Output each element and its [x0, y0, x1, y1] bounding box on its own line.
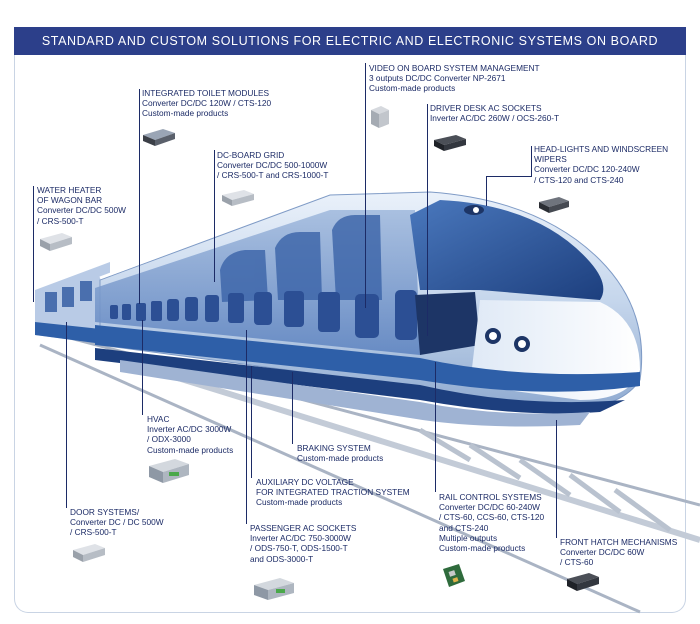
- leader-line-headlights-h: [486, 176, 532, 177]
- callout-line: and CTS-240: [439, 522, 489, 533]
- callout-line: / CTS-120 and CTS-240: [534, 174, 624, 185]
- callout-heading: WATER HEATER: [37, 185, 102, 195]
- callout-line: / CRS-500-T: [70, 527, 117, 538]
- callout-line: / CTS-60: [560, 557, 594, 568]
- leader-line-passenger: [246, 330, 247, 524]
- page-title: STANDARD AND CUSTOM SOLUTIONS FOR ELECTR…: [41, 34, 659, 48]
- rear-wagon: [35, 262, 110, 345]
- device-front-hatch-converter: [565, 572, 601, 592]
- device-rail-control-board: [441, 563, 467, 589]
- leader-line-toilet: [139, 89, 140, 304]
- callout-rail-control: RAIL CONTROL SYSTEMS Converter DC/DC 60-…: [439, 492, 544, 553]
- callout-line: / ODX-3000: [147, 434, 191, 445]
- callout-heading: AUXILIARY DC VOLTAGE: [256, 477, 354, 487]
- callout-line: Custom-made products: [369, 83, 456, 94]
- callout-line: Custom-made products: [297, 453, 384, 464]
- callout-heading: DOOR SYSTEMS/: [70, 507, 140, 517]
- callout-line: Custom-made products: [439, 543, 526, 554]
- callout-heading: DC-BOARD GRID: [217, 150, 285, 160]
- callout-line: Converter DC/DC 120-240W: [534, 164, 640, 175]
- device-passenger-inverter: [252, 577, 296, 601]
- livery-stripe: [95, 325, 640, 392]
- callout-line: / CRS-500-T: [37, 215, 84, 226]
- passenger-seats: [110, 290, 417, 340]
- callout-heading: BRAKING SYSTEM: [297, 443, 371, 453]
- callout-heading: FOR INTEGRATED TRACTION SYSTEM: [256, 487, 410, 498]
- callout-heading: WIPERS: [534, 154, 567, 165]
- callout-driver-desk: DRIVER DESK AC SOCKETS Inverter AC/DC 26…: [430, 103, 559, 123]
- leader-line-braking: [292, 372, 293, 444]
- callout-heading: OF WAGON BAR: [37, 195, 103, 206]
- leader-line-rail-control: [435, 362, 436, 492]
- callout-line: Inverter AC/DC 750-3000W: [250, 533, 351, 544]
- callout-water-heater: WATER HEATER OF WAGON BAR Converter DC/D…: [37, 185, 126, 226]
- content-frame: [14, 55, 686, 613]
- device-door-converter: [71, 543, 107, 563]
- callout-line: / CRS-500-T and CRS-1000-T: [217, 170, 329, 181]
- callout-line: Converter DC/DC 500-1000W: [217, 160, 328, 171]
- leader-line-driver-desk: [427, 104, 428, 336]
- callout-heading: FRONT HATCH MECHANISMS: [560, 537, 678, 547]
- device-toilet-module: [141, 127, 177, 147]
- callout-line: Custom-made products: [256, 497, 343, 508]
- callout-passenger-sockets: PASSENGER AC SOCKETS Inverter AC/DC 750-…: [250, 523, 356, 564]
- headlights: [464, 205, 530, 352]
- callout-line: Inverter AC/DC 260W / OCS-260-T: [430, 113, 560, 124]
- callout-door-systems: DOOR SYSTEMS/ Converter DC / DC 500W / C…: [70, 507, 164, 538]
- callout-line: / ODS-750-T, ODS-1500-T: [250, 543, 348, 554]
- callout-heading: PASSENGER AC SOCKETS: [250, 523, 357, 533]
- leader-line-headlights-v2: [486, 176, 487, 206]
- callout-heading: INTEGRATED TOILET MODULES: [142, 88, 270, 98]
- callout-toilet-modules: INTEGRATED TOILET MODULES Converter DC/D…: [142, 88, 271, 119]
- leader-line-water-heater: [33, 186, 34, 302]
- callout-line: Inverter AC/DC 3000W: [147, 424, 232, 435]
- callout-line: Converter DC / DC 500W: [70, 517, 164, 528]
- callout-line: and ODS-3000-T: [250, 553, 314, 564]
- callout-line: Converter DC/DC 60-240W: [439, 502, 540, 513]
- leader-line-aux-dc: [251, 366, 252, 478]
- callout-braking: BRAKING SYSTEM Custom-made products: [297, 443, 383, 463]
- callout-line: / CTS-60, CCS-60, CTS-120: [439, 512, 545, 523]
- leader-line-dc-grid: [214, 150, 215, 282]
- callout-line: Multiple outputs: [439, 532, 498, 543]
- callout-hvac: HVAC Inverter AC/DC 3000W / ODX-3000 Cus…: [147, 414, 233, 455]
- callout-heading: HVAC: [147, 414, 170, 424]
- callout-video-on-board: VIDEO ON BOARD SYSTEM MANAGEMENT 3 outpu…: [369, 63, 540, 94]
- device-hvac-inverter: [147, 458, 191, 484]
- callout-heading: DRIVER DESK AC SOCKETS: [430, 103, 542, 113]
- callout-auxiliary-dc: AUXILIARY DC VOLTAGE FOR INTEGRATED TRAC…: [256, 477, 410, 508]
- header-banner: STANDARD AND CUSTOM SOLUTIONS FOR ELECTR…: [14, 27, 686, 55]
- callout-heading: VIDEO ON BOARD SYSTEM MANAGEMENT: [369, 63, 540, 73]
- callout-heading: RAIL CONTROL SYSTEMS: [439, 492, 542, 502]
- callout-line: Converter DC/DC 60W: [560, 547, 645, 558]
- callout-front-hatch: FRONT HATCH MECHANISMS Converter DC/DC 6…: [560, 537, 677, 568]
- callout-headlights: HEAD-LIGHTS AND WINDSCREEN WIPERS Conver…: [534, 144, 668, 185]
- device-video-converter: [369, 104, 391, 130]
- leader-line-headlights: [531, 146, 532, 176]
- callout-line: Converter DC/DC 500W: [37, 205, 126, 216]
- callout-line: 3 outputs DC/DC Converter NP-2671: [369, 73, 506, 84]
- leader-line-front-hatch: [556, 420, 557, 538]
- leader-line-hvac: [142, 320, 143, 415]
- device-driver-desk-inverter: [432, 134, 468, 152]
- callout-line: Converter DC/DC 120W / CTS-120: [142, 98, 272, 109]
- device-water-heater-converter: [38, 232, 74, 252]
- callout-heading: HEAD-LIGHTS AND WINDSCREEN: [534, 144, 669, 154]
- callout-dc-board-grid: DC-BOARD GRID Converter DC/DC 500-1000W …: [217, 150, 328, 181]
- device-dc-grid-converter: [220, 189, 256, 207]
- callout-line: Custom-made products: [147, 444, 234, 455]
- leader-line-door: [66, 322, 67, 508]
- device-headlight-converter: [537, 196, 571, 214]
- rail-track: [39, 328, 700, 614]
- leader-line-video: [365, 63, 366, 308]
- windscreen: [410, 200, 604, 300]
- callout-line: Custom-made products: [142, 108, 229, 119]
